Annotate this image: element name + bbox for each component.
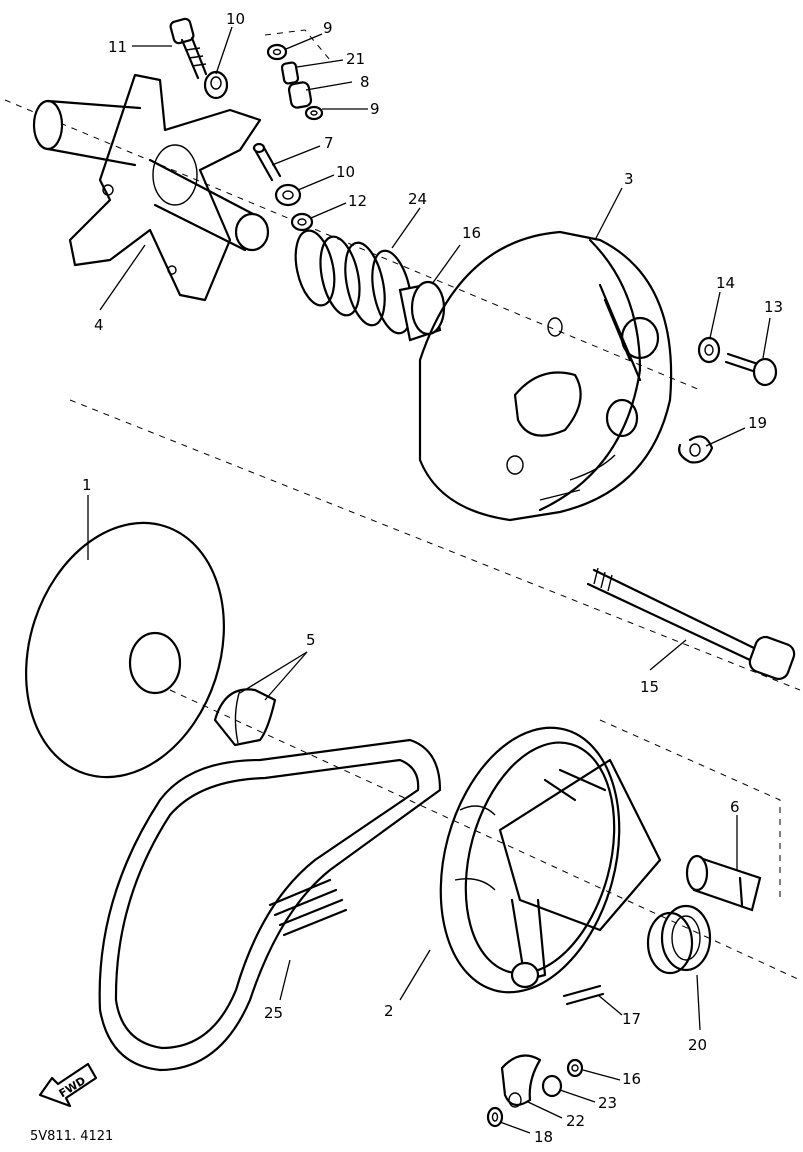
fwd-arrow-icon: FWD [38,1062,98,1108]
label-part-9-upper: 9 [323,19,333,37]
label-part-23: 23 [598,1094,617,1112]
label-part-21: 21 [346,50,365,68]
axis-line-lower [169,689,801,981]
label-part-10-upper: 10 [226,10,245,28]
part-18-washer [486,1106,504,1128]
part-12-nut [290,212,314,232]
label-part-15: 15 [640,678,659,696]
bracket-line-top [264,29,331,61]
part-21-pin [280,61,300,85]
part-10-collar-lower [274,183,302,207]
label-part-12: 12 [348,192,367,210]
fwd-label: FWD [57,1074,88,1100]
label-part-18: 18 [534,1128,553,1146]
part-3-sheave-cover [418,230,673,522]
label-part-17: 17 [622,1010,641,1028]
part-5-slider [213,688,277,747]
label-part-25: 25 [264,1004,283,1022]
part-2-primary-sheave-assembly [439,726,662,994]
axis-line-middle [69,399,801,691]
label-part-19: 19 [748,414,767,432]
bracket-line-right [599,719,781,900]
part-19-clip [678,435,714,464]
part-13-screw [724,352,778,387]
label-part-9-lower: 9 [370,100,380,118]
part-15-long-bolt [586,567,796,681]
part-23-roller [541,1074,563,1098]
label-part-3: 3 [624,170,634,188]
label-part-6: 6 [730,798,740,816]
part-17-pin [562,984,605,1006]
part-6-sleeve [685,854,762,912]
label-part-20: 20 [688,1036,707,1054]
part-16-bushing-upper [398,280,446,342]
label-part-22: 22 [566,1112,585,1130]
label-part-2: 2 [384,1002,394,1020]
part-4-spider-hub [32,73,270,302]
part-9-washer-lower [304,105,324,121]
part-20-bushing-ring [646,904,712,975]
label-part-14: 14 [716,274,735,292]
leader-lines [87,26,771,1134]
label-part-16-lower: 16 [622,1070,641,1088]
part-8-roller [287,81,313,109]
part-16-washer-lower [566,1058,584,1078]
label-part-10-lower: 10 [336,163,355,181]
part-11-bolt [169,17,208,80]
part-10-collar-upper [203,70,229,100]
part-14-washer [697,336,721,364]
label-part-8: 8 [360,73,370,91]
label-part-11: 11 [108,38,127,56]
part-9-washer-upper [266,43,288,61]
label-part-16-upper: 16 [462,224,481,242]
part-1-fixed-sheave [25,521,225,779]
drawing-code: 5V811. 4121 [30,1129,113,1144]
part-24-spring [294,229,413,335]
label-part-4: 4 [94,316,104,334]
label-part-5: 5 [306,631,316,649]
label-part-7: 7 [324,134,334,152]
part-22-cam-weight [500,1054,542,1108]
label-part-1: 1 [82,476,92,494]
part-25-drive-belt [98,738,442,1072]
part-7-pin [252,142,282,182]
label-part-24: 24 [408,190,427,208]
label-part-13: 13 [764,298,783,316]
